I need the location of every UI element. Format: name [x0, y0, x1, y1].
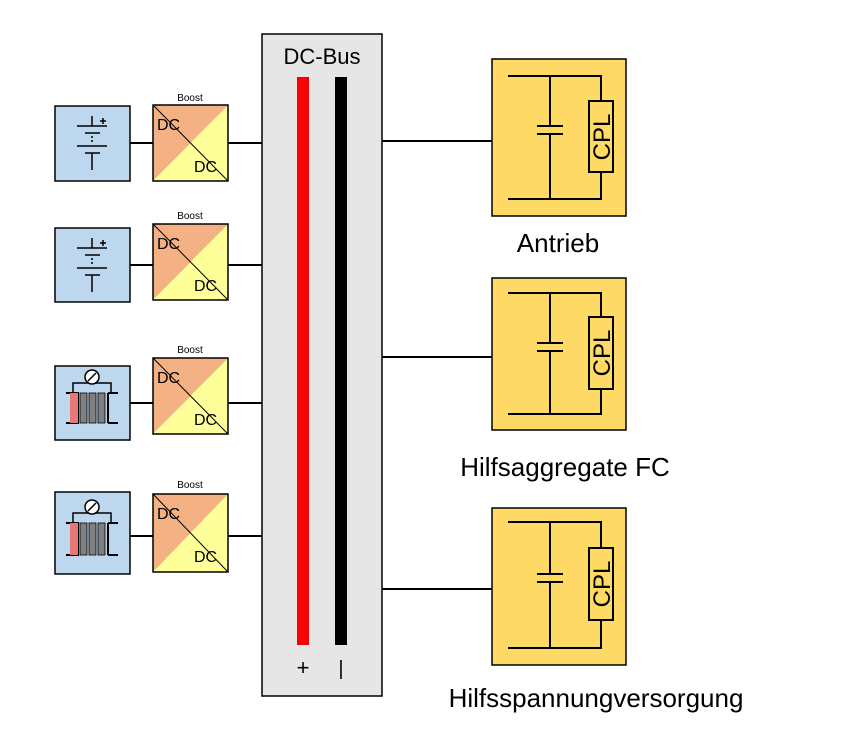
converter-diagonal [152, 357, 229, 435]
battery-icon [77, 238, 107, 292]
capacitor-icon [508, 75, 602, 200]
cpl-block [588, 316, 614, 390]
converter-label: Boost [177, 480, 203, 491]
dc-bus-title: DC-Bus [283, 44, 360, 69]
cpl-block [588, 100, 614, 173]
converter-label: Boost [177, 93, 203, 104]
cpl-label: CPL [589, 114, 616, 161]
converter-diagonal [152, 493, 229, 573]
converter-output-label: DC [194, 412, 217, 429]
load-antrieb: CPL Antrieb [382, 58, 627, 258]
converter-input-label: DC [157, 370, 180, 387]
dc-bus-panel [261, 33, 383, 697]
converter-input-label: DC [157, 506, 180, 523]
source-row-1: Boost DC DC [54, 93, 262, 182]
load-hilfsaggregate: CPL Hilfsaggregate FC [382, 277, 670, 482]
capacitor-icon [508, 521, 602, 649]
load-hilfsspannungversorgung: CPL Hilfsspannungversorgung [382, 507, 744, 713]
converter-input-label: DC [157, 117, 180, 134]
converter-label: Boost [177, 345, 203, 356]
load-label: Antrieb [517, 228, 599, 258]
load-label: Hilfsaggregate FC [460, 452, 670, 482]
cpl-label: CPL [589, 330, 616, 377]
converter-input-label: DC [157, 236, 180, 253]
cpl-block [588, 547, 614, 621]
load-label: Hilfsspannungversorgung [449, 683, 744, 713]
capacitor-icon [508, 292, 602, 415]
converter-output-label: DC [194, 159, 217, 176]
bus-rail-plus [297, 77, 309, 645]
bus-plus-label: + [297, 655, 310, 680]
bus-rail-minus [335, 77, 347, 645]
source-row-4: Boost DC DC [54, 480, 262, 575]
battery-icon [77, 116, 107, 170]
converter-label: Boost [177, 211, 203, 222]
dc-bus: DC-Bus + | [261, 33, 383, 697]
fuel-cell-icon [66, 369, 118, 424]
converter-diagonal [152, 104, 229, 182]
converter-output-label: DC [194, 278, 217, 295]
fuel-cell-icon [66, 499, 118, 556]
converter-output-label: DC [194, 549, 217, 566]
bus-minus-label: | [338, 658, 343, 680]
source-row-3: Boost DC DC [54, 345, 262, 441]
cpl-label: CPL [589, 561, 616, 608]
converter-diagonal [152, 223, 229, 301]
source-row-2: Boost DC DC [54, 211, 262, 303]
